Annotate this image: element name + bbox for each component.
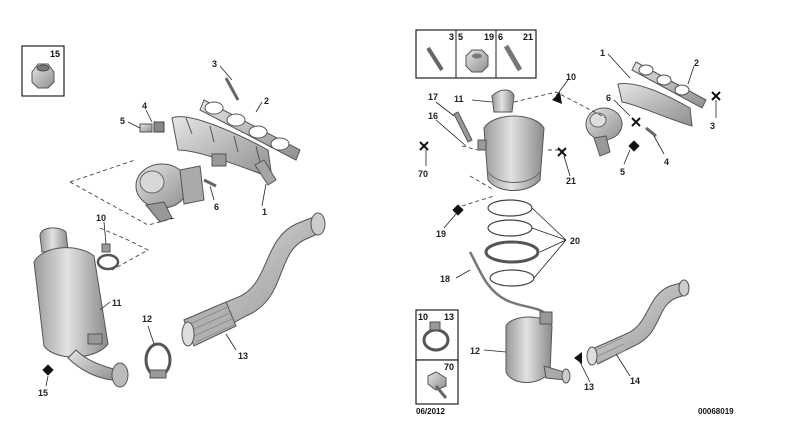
triangle-marker-2	[574, 352, 582, 364]
clamp-large	[144, 342, 172, 379]
side-inset-label-13: 13	[444, 312, 454, 322]
callout-1: 1	[262, 207, 267, 217]
assembly-line-right-3	[461, 195, 495, 207]
footer-reference: 00068019	[698, 407, 734, 416]
catalytic-converter	[33, 227, 129, 388]
callout-r1: 1	[600, 48, 605, 58]
callout-r10: 10	[566, 72, 576, 82]
left-view: 15	[21, 45, 326, 398]
top-inset-label-19: 19	[484, 32, 494, 42]
catalytic-converter-lower	[505, 311, 571, 384]
bolt-icon	[427, 371, 448, 399]
callout-r4: 4	[664, 157, 669, 167]
nut-icon	[31, 63, 55, 89]
front-exhaust-pipe	[181, 212, 326, 347]
stud	[224, 77, 240, 101]
assembly-line-right-2	[461, 145, 564, 191]
top-inset-box: 3 5 19 6 21	[415, 29, 537, 79]
square-marker	[42, 364, 54, 376]
assembly-line-left-2	[99, 227, 149, 271]
cross-marker-1	[711, 91, 721, 101]
right-view: 3 5 19 6 21	[415, 29, 721, 405]
exhaust-manifold	[171, 116, 277, 186]
callout-15: 15	[38, 388, 48, 398]
callout-3: 3	[212, 59, 217, 69]
callout-13: 13	[238, 351, 248, 361]
cross-marker-4	[557, 147, 567, 157]
manifold-gasket	[199, 99, 301, 161]
side-inset-label-70: 70	[444, 362, 454, 372]
square-marker-right	[628, 140, 640, 152]
inset-box-nut: 15	[21, 45, 65, 97]
callout-r70: 70	[418, 169, 428, 179]
callout-r3: 3	[710, 121, 715, 131]
inset-threaded-stud-icon	[503, 44, 523, 72]
cross-marker-3	[419, 141, 429, 151]
assembly-line-left-1	[69, 159, 176, 226]
side-inset-bolt: 70	[415, 359, 459, 405]
top-inset-label-21: 21	[523, 32, 533, 42]
callout-6: 6	[214, 202, 219, 212]
side-inset-label-10: 10	[418, 312, 428, 322]
callout-r20: 20	[570, 236, 580, 246]
callout-r14: 14	[630, 376, 640, 386]
callouts-left: 3 2 4 5 6 1 10 11 12 13 15	[38, 59, 269, 398]
triangle-marker-1	[552, 92, 562, 104]
callout-r2: 2	[694, 58, 699, 68]
particulate-filter-upper	[453, 89, 545, 191]
callout-11: 11	[112, 298, 122, 308]
inset-box-label: 15	[50, 49, 60, 59]
turbocharger	[135, 163, 205, 223]
clamp-icon	[422, 321, 450, 352]
inset-stud-icon	[426, 46, 444, 72]
stud-right	[645, 126, 657, 138]
seal-rings	[484, 199, 540, 287]
inset-nut-icon	[465, 49, 489, 73]
stud-six	[203, 178, 217, 188]
callout-r18: 18	[440, 274, 450, 284]
callouts-right: 1 2 3 6 4 5 10 11 17 16 70 21 19 20 18 1…	[418, 48, 715, 392]
square-marker-19	[452, 204, 464, 216]
callout-2: 2	[264, 96, 269, 106]
callout-r12: 12	[470, 346, 480, 356]
cross-marker-2	[631, 117, 641, 127]
side-inset-clamp: 10 13	[415, 309, 459, 361]
leader-lines-right	[425, 53, 717, 383]
sensor-tube	[468, 251, 549, 317]
callout-r17: 17	[428, 92, 438, 102]
front-exhaust-pipe-right	[586, 279, 690, 366]
manifold-right	[617, 61, 707, 127]
turbocharger-right	[585, 107, 623, 157]
callout-r16: 16	[428, 111, 438, 121]
callout-r21: 21	[566, 176, 576, 186]
top-inset-label-3: 3	[449, 32, 454, 42]
callout-r13: 13	[584, 382, 594, 392]
assembly-line-right-1	[513, 91, 607, 119]
callout-r6: 6	[606, 93, 611, 103]
nut-stud-pair	[139, 121, 165, 133]
callout-5: 5	[120, 116, 125, 126]
callout-r19: 19	[436, 229, 446, 239]
callout-4: 4	[142, 101, 147, 111]
callout-12: 12	[142, 314, 152, 324]
clamp-small	[96, 243, 120, 271]
top-inset-label-6: 6	[498, 32, 503, 42]
top-inset-label-5: 5	[458, 32, 463, 42]
callout-r5: 5	[620, 167, 625, 177]
leader-lines-left	[45, 65, 267, 387]
footer-date: 06/2012	[416, 407, 445, 416]
callout-r11: 11	[454, 94, 464, 104]
callout-10: 10	[96, 213, 106, 223]
